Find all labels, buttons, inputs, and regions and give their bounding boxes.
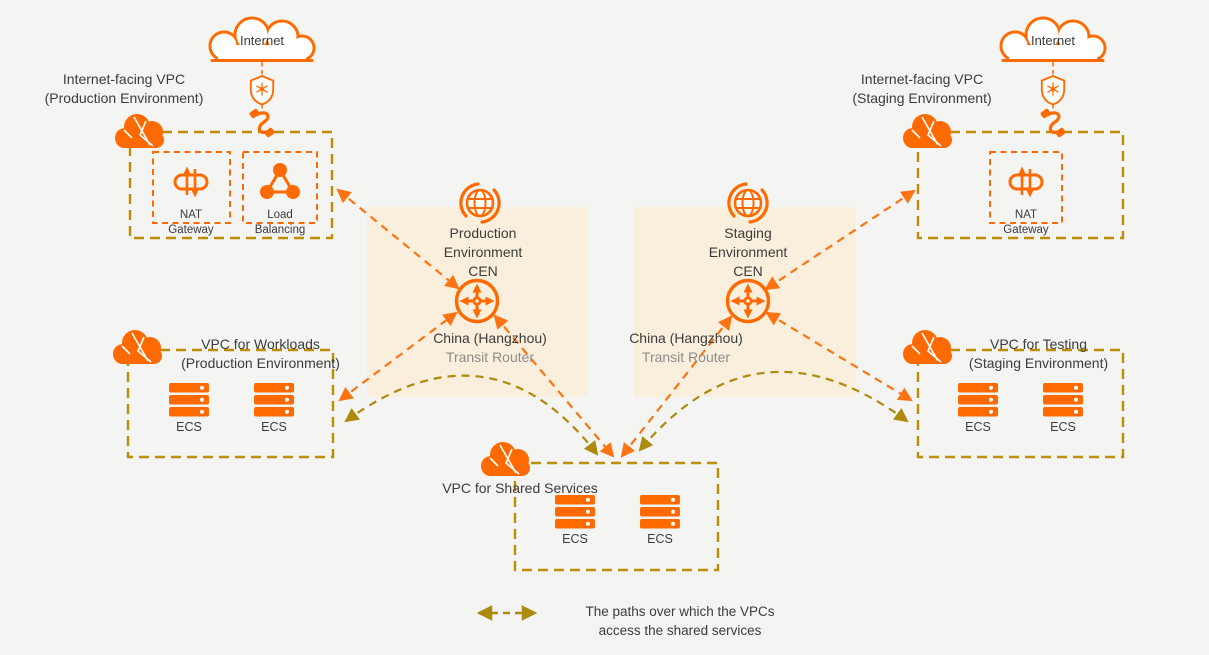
vpc-cloud-icon [900,112,956,150]
label-line: NAT [179,209,203,221]
title-line: Production [449,225,517,241]
path-testing-to-shared [638,370,909,452]
eip-plug-icon [1040,108,1066,138]
title-line: (Production Environment) [181,355,340,371]
internet-label: Internet [239,33,285,48]
label-line: Gateway [1003,223,1049,236]
ecs-label: ECS [261,420,287,434]
load-balancing-label: Load Balancing [240,208,320,237]
ecs-icon [1043,383,1083,417]
nat-gateway-icon [169,160,213,204]
router-type-line: Transit Router [641,349,731,365]
nat-gateway-label: NAT Gateway [986,208,1066,237]
workloads-vpc-box [126,348,335,459]
ecs-label: ECS [562,532,588,546]
legend-text: The paths over which the VPCs access the… [555,603,805,640]
ecs-icon [254,383,294,417]
arrow-stag-internet-vpc-to-router [764,189,916,291]
shared-vpc-title: VPC for Shared Services [442,480,598,496]
router-type-line: Transit Router [445,349,535,365]
path-workloads-to-shared [344,374,599,456]
label-line: Gateway [168,223,214,236]
anti-ddos-shield-icon [1039,74,1067,106]
transit-router-icon [451,275,503,327]
title-line: (Production Environment) [44,90,204,106]
shared-vpc-box [513,461,720,572]
staging-router-label: China (Hangzhou) Transit Router [586,329,786,367]
arrow-prod-internet-vpc-to-router [336,188,460,290]
load-balancing-box [242,151,318,224]
router-region-line: China (Hangzhou) [629,330,743,346]
ecs-label: ECS [176,420,202,434]
ecs-label: ECS [647,532,673,546]
title-line: (Staging Environment) [968,355,1109,371]
title-line: VPC for Testing [989,336,1087,352]
stag-internet-vpc-title: Internet-facing VPC (Staging Environment… [802,70,1042,108]
title-line: Environment [443,244,523,260]
anti-ddos-shield-icon [248,74,276,106]
testing-vpc-box [916,348,1125,459]
title-line: CEN [733,263,763,279]
prod-internet-vpc-title: Internet-facing VPC (Production Environm… [4,70,244,108]
legend-line: The paths over which the VPCs [585,604,775,619]
ecs-icon [958,383,998,417]
nat-gateway-label: NAT Gateway [151,208,231,237]
arrow-testing-vpc-to-router [765,311,913,402]
vpc-cloud-icon [478,440,534,478]
ecs-label: ECS [1050,420,1076,434]
vpc-cloud-icon [110,328,166,366]
title-line: Internet-facing VPC [62,71,186,87]
ecs-icon [555,495,595,529]
router-region-line: China (Hangzhou) [433,330,547,346]
stag-nat-gateway-box [989,151,1063,224]
internet-label: Internet [1030,33,1076,48]
legend-line: access the shared services [598,622,762,638]
title-line: (Staging Environment) [852,90,992,106]
arrow-prod-router-to-shared [493,314,615,458]
stag-internet-vpc-box [916,130,1125,240]
label-line: Balancing [254,223,306,236]
load-balancing-icon [258,160,302,204]
label-line: Load [267,209,293,221]
transit-router-icon [722,275,774,327]
cen-globe-icon [456,179,504,227]
production-cen-title: Production Environment CEN [383,224,583,281]
title-line: Internet-facing VPC [860,71,984,87]
title-line: CEN [468,263,498,279]
title-line: Staging [724,225,772,241]
vpc-cloud-icon [900,328,956,366]
cen-globe-icon [724,179,772,227]
ecs-icon [640,495,680,529]
production-router-label: China (Hangzhou) Transit Router [390,329,590,367]
label-line: NAT [1014,209,1038,221]
staging-cen-title: Staging Environment CEN [648,224,848,281]
nat-gateway-icon [1004,160,1048,204]
arrow-workloads-vpc-to-router [338,311,458,402]
testing-vpc-title: VPC for Testing (Staging Environment) [926,335,1151,373]
workloads-vpc-title: VPC for Workloads (Production Environmen… [148,335,373,373]
ecs-icon [169,383,209,417]
title-line: VPC for Workloads [201,336,320,352]
vpc-cloud-icon [112,112,168,150]
prod-internet-vpc-box [128,130,334,240]
ecs-label: ECS [965,420,991,434]
eip-plug-icon [249,108,275,138]
title-line: Environment [708,244,788,260]
